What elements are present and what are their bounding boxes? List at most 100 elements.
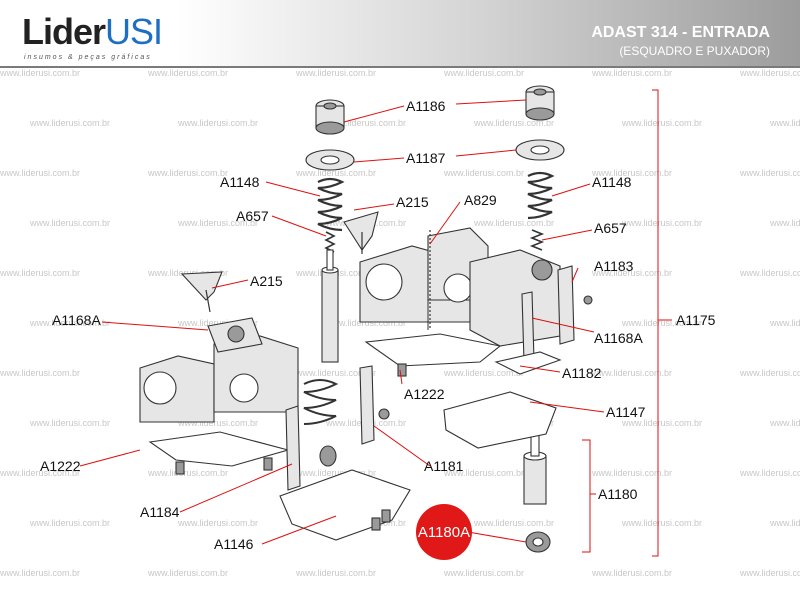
watermark-text: www.liderusi.com.br <box>739 568 800 578</box>
watermark-text: www.liderusi.com.br <box>177 318 258 328</box>
label-a1182: A1182 <box>562 365 602 381</box>
label-a1148-left: A1148 <box>220 174 260 190</box>
highlight-badge-a1180a[interactable]: A1180A <box>416 504 472 560</box>
watermark-text: www.liderusi.com.br <box>325 118 406 128</box>
watermark-text: www.liderusi.com.br <box>443 368 524 378</box>
watermark-text: www.liderusi.com.br <box>177 218 258 228</box>
label-a1175: A1175 <box>676 312 716 328</box>
label-a215-top: A215 <box>396 194 429 210</box>
watermark-text: www.liderusi.com.br <box>295 568 376 578</box>
label-a1222-left: A1222 <box>40 458 81 474</box>
logo-main-text: Lider <box>22 11 106 52</box>
highlight-badge-label: A1180A <box>418 524 470 541</box>
watermark-text: www.liderusi.com.br <box>473 218 554 228</box>
part-a1181-drawing <box>359 365 390 445</box>
watermark-text: www.liderusi.com.br <box>177 518 258 528</box>
label-a1146: A1146 <box>214 536 254 552</box>
part-a1183-drawing <box>557 265 593 345</box>
part-a1148-left-drawing <box>317 177 345 232</box>
watermark-text: www.liderusi.com.br <box>591 168 672 178</box>
part-a1222-left-drawing <box>148 431 291 467</box>
label-a1147: A1147 <box>606 404 646 420</box>
label-a1183: A1183 <box>594 258 634 274</box>
watermark-text: www.liderusi.com.br <box>739 168 800 178</box>
label-a1222-center: A1222 <box>404 386 445 402</box>
watermark-text: www.liderusi.com.br <box>147 468 228 478</box>
part-a1186-left-drawing <box>315 99 345 135</box>
watermark-text: www.liderusi.com.br <box>295 368 376 378</box>
watermark-text: www.liderusi.com.br <box>769 218 800 228</box>
watermark-text: www.liderusi.com.br <box>177 118 258 128</box>
watermark-text: www.liderusi.com.br <box>443 68 524 78</box>
watermark-text: www.liderusi.com.br <box>621 218 702 228</box>
watermark-text: www.liderusi.com.br <box>591 468 672 478</box>
part-a1222-center-drawing <box>364 333 502 367</box>
page-subtitle: (ESQUADRO E PUXADOR) <box>619 44 770 58</box>
watermark-text: www.liderusi.com.br <box>443 468 524 478</box>
watermark-text: www.liderusi.com.br <box>147 568 228 578</box>
bracket-a1175 <box>652 89 672 557</box>
label-a657-left: A657 <box>236 208 269 224</box>
label-a1186: A1186 <box>406 98 446 114</box>
watermark-text: www.liderusi.com.br <box>0 568 80 578</box>
watermark-text: www.liderusi.com.br <box>147 68 228 78</box>
logo: LiderUSI insumos & peças gráficas <box>22 11 163 62</box>
bracket-a1180 <box>582 439 596 553</box>
header-divider <box>0 66 800 68</box>
watermark-text: www.liderusi.com.br <box>769 318 800 328</box>
part-spring-stack-drawing <box>303 379 339 467</box>
part-a657-left-drawing <box>324 231 336 253</box>
watermark-text: www.liderusi.com.br <box>295 168 376 178</box>
part-a1186-right-drawing <box>525 85 555 121</box>
watermark-text: www.liderusi.com.br <box>325 318 406 328</box>
logo-tagline: insumos & peças gráficas <box>24 54 152 61</box>
watermark-text: www.liderusi.com.br <box>0 168 80 178</box>
part-shaft-left-drawing <box>321 249 339 363</box>
watermark-text: www.liderusi.com.br <box>621 318 702 328</box>
watermark-text: www.liderusi.com.br <box>473 518 554 528</box>
label-a1180: A1180 <box>598 486 638 502</box>
screws-drawing <box>175 363 407 531</box>
watermark-text: www.liderusi.com.br <box>29 418 110 428</box>
header-bar <box>0 0 800 68</box>
watermark-text: www.liderusi.com.br <box>621 418 702 428</box>
watermark-text: www.liderusi.com.br <box>177 418 258 428</box>
watermark-text: www.liderusi.com.br <box>443 568 524 578</box>
watermark-text: www.liderusi.com.br <box>295 468 376 478</box>
watermark-text: www.liderusi.com.br <box>591 268 672 278</box>
part-a1175-block-drawing <box>359 227 561 347</box>
label-a657-right: A657 <box>594 220 627 236</box>
part-a657-right-drawing <box>529 229 545 251</box>
label-a1148-right: A1148 <box>592 174 632 190</box>
watermark-text: www.liderusi.com.br <box>295 68 376 78</box>
watermark-text: www.liderusi.com.br <box>739 468 800 478</box>
part-a215-top-drawing <box>343 211 379 254</box>
part-a1187-right-drawing <box>515 139 565 161</box>
part-a1148-right-drawing <box>527 171 555 220</box>
watermark-text: www.liderusi.com.br <box>769 418 800 428</box>
watermark-text: www.liderusi.com.br <box>739 368 800 378</box>
label-a215-left: A215 <box>250 273 283 289</box>
watermark-text: www.liderusi.com.br <box>473 118 554 128</box>
highlight-badge-circle <box>416 504 472 560</box>
watermark-text: www.liderusi.com.br <box>621 118 702 128</box>
watermark-text: www.liderusi.com.br <box>29 118 110 128</box>
part-a1182-drawing <box>494 351 562 375</box>
watermark-text: www.liderusi.com.br <box>739 68 800 78</box>
part-a1147-drawing <box>443 391 557 449</box>
label-a1168a-left: A1168A <box>52 312 101 328</box>
label-a1181: A1181 <box>424 458 464 474</box>
watermark-text: www.liderusi.com.br <box>0 268 80 278</box>
part-a1184-drawing <box>285 405 301 491</box>
watermark-text: www.liderusi.com.br <box>591 568 672 578</box>
watermark-text: www.liderusi.com.br <box>739 268 800 278</box>
watermark-text: www.liderusi.com.br <box>147 268 228 278</box>
page-title: ADAST 314 - ENTRADA <box>591 24 770 41</box>
watermark-text: www.liderusi.com.br <box>0 368 80 378</box>
leader-lines <box>79 99 605 545</box>
part-a1187-left-drawing <box>305 149 355 171</box>
watermark-text: www.liderusi.com.br <box>769 518 800 528</box>
watermark-text: www.liderusi.com.br <box>147 168 228 178</box>
watermark-text: www.liderusi.com.br <box>591 368 672 378</box>
